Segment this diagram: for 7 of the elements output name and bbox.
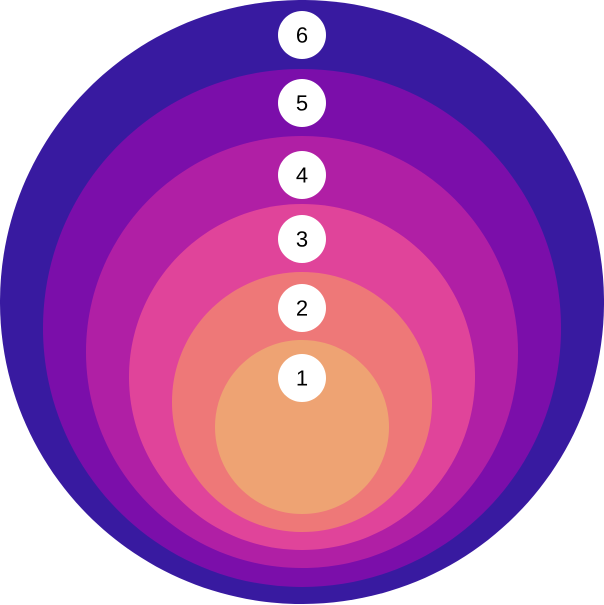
ring	[215, 340, 389, 514]
number-badge: 1	[278, 354, 326, 402]
number-badge: 2	[278, 284, 326, 332]
number-badge: 3	[278, 215, 326, 263]
number-badge: 4	[278, 151, 326, 199]
number-badge: 5	[278, 79, 326, 127]
number-badge: 6	[278, 11, 326, 59]
